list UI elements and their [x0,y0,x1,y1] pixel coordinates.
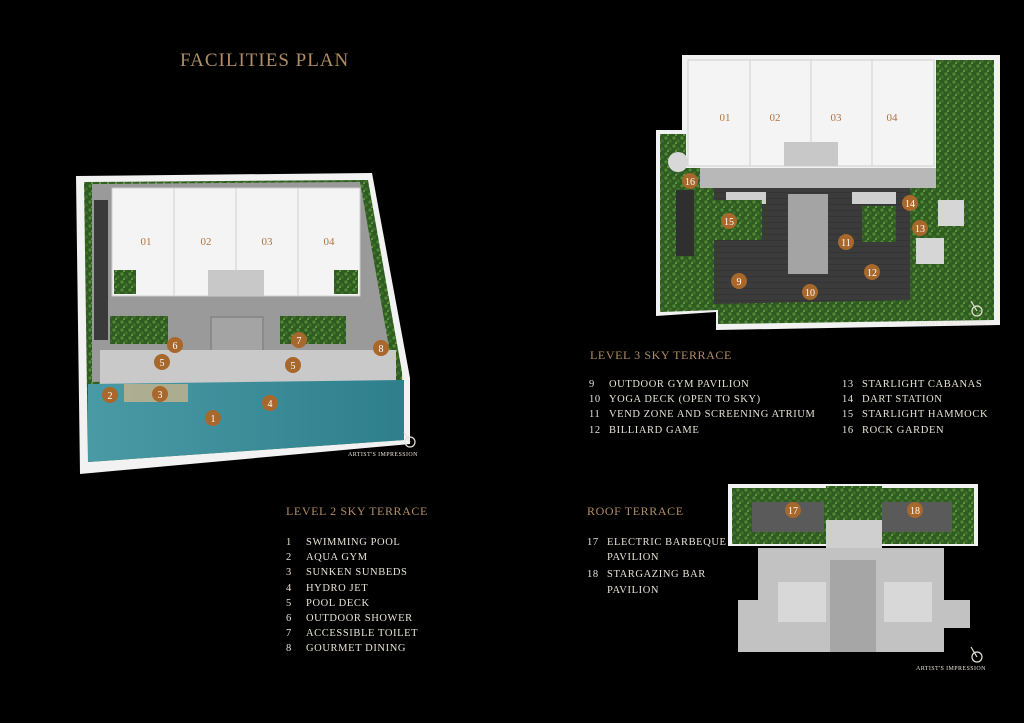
svg-text:5: 5 [160,358,165,369]
facility-marker: 2 [102,387,118,403]
level3-unit-labels: 01 02 03 04 [720,112,899,124]
svg-text:1: 1 [211,414,216,425]
svg-text:7: 7 [297,336,302,347]
facility-marker: 17 [785,502,801,518]
facility-marker: 15 [721,213,737,229]
unit-label: 02 [770,112,781,124]
svg-text:8: 8 [379,344,384,355]
facility-marker: 8 [373,340,389,356]
svg-text:2: 2 [108,391,113,402]
svg-text:15: 15 [724,217,734,228]
facility-marker: 5 [285,357,301,373]
facility-marker: 9 [731,273,747,289]
svg-text:5: 5 [291,361,296,372]
facility-marker: 11 [838,234,854,250]
facility-marker: 14 [902,195,918,211]
level3-heading: LEVEL 3 SKY TERRACE [590,348,732,362]
facility-marker: 16 [682,173,698,189]
unit-label: 04 [324,236,336,248]
level2-unit-labels: 01 02 03 04 [141,236,336,248]
facility-marker: 4 [262,395,278,411]
svg-text:14: 14 [905,199,915,210]
unit-label: 04 [887,112,899,124]
facility-marker: 18 [907,502,923,518]
svg-text:12: 12 [867,268,877,279]
artist-impression-caption: ARTIST'S IMPRESSION [916,321,986,327]
facility-marker: 6 [167,337,183,353]
level2-plan [76,173,410,474]
facility-marker: 13 [912,220,928,236]
level2-heading: LEVEL 2 SKY TERRACE [286,504,428,518]
facility-markers: 1 2 3 4 5 5 6 7 8 9 10 11 12 13 14 15 16… [102,173,928,518]
facility-marker: 12 [864,264,880,280]
svg-text:3: 3 [158,390,163,401]
svg-text:16: 16 [685,177,695,188]
facility-marker: 10 [802,284,818,300]
svg-text:13: 13 [915,224,925,235]
svg-text:17: 17 [788,506,798,517]
svg-text:10: 10 [805,288,815,299]
svg-text:9: 9 [737,277,742,288]
artist-impression-caption: ARTIST'S IMPRESSION [916,666,986,672]
unit-label: 03 [262,236,274,248]
north-compass-icon [970,646,983,663]
svg-text:6: 6 [173,341,178,352]
roof-plan [728,484,978,652]
svg-text:4: 4 [268,399,273,410]
facility-marker: 1 [205,410,221,426]
roof-heading: ROOF TERRACE [587,504,684,518]
facility-marker: 5 [154,354,170,370]
north-compass-icon [403,431,416,448]
facility-marker: 3 [152,386,168,402]
unit-label: 02 [201,236,212,248]
level3-plan [656,55,1000,330]
svg-text:11: 11 [841,238,851,249]
svg-text:18: 18 [910,506,920,517]
page-title: FACILITIES PLAN [180,50,350,71]
north-compass-icon [970,300,983,317]
unit-label: 01 [141,236,152,248]
facility-marker: 7 [291,332,307,348]
unit-label: 01 [720,112,731,124]
artist-impression-caption: ARTIST'S IMPRESSION [348,452,418,458]
unit-label: 03 [831,112,843,124]
